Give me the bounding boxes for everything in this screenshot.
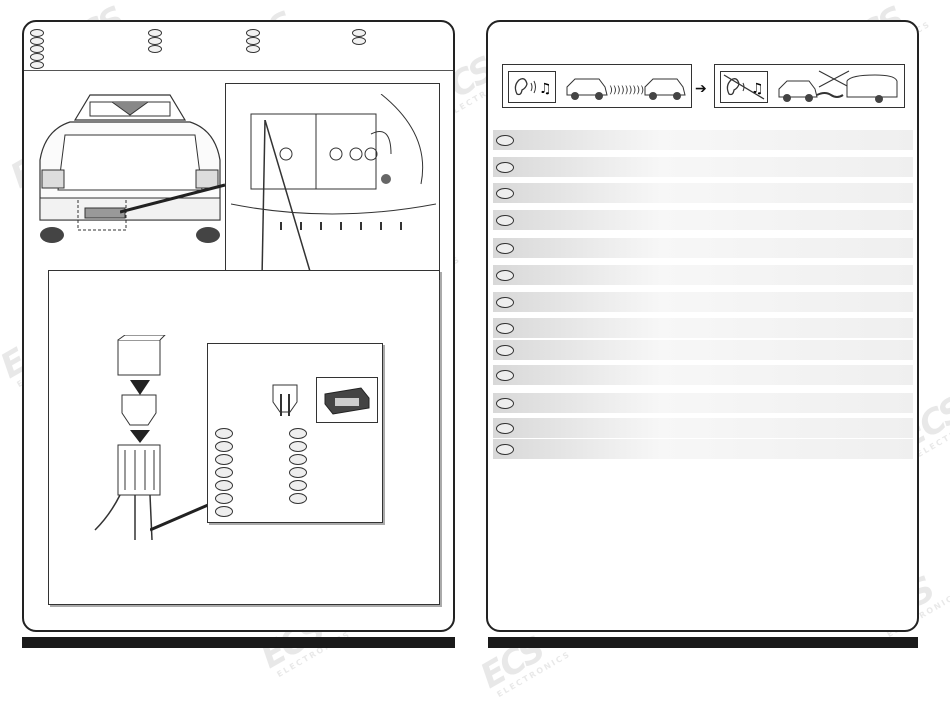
legend-oval	[289, 493, 307, 504]
step-row	[493, 318, 913, 338]
step-oval	[496, 135, 514, 146]
legend-oval	[289, 480, 307, 491]
fuse-box-zoom-view	[225, 83, 440, 273]
step-row	[493, 418, 913, 438]
legend-oval	[215, 506, 233, 517]
legend-oval	[215, 467, 233, 478]
car-signal-car-icon: )))))))))	[566, 78, 686, 100]
legend-oval	[215, 493, 233, 504]
header-oval	[148, 45, 162, 53]
step-row	[493, 210, 913, 230]
header-oval	[30, 45, 44, 53]
header-oval	[246, 29, 260, 37]
legend-oval	[289, 454, 307, 465]
legend-oval	[215, 441, 233, 452]
legend-oval	[289, 428, 307, 439]
arrow-right-icon: ➔	[695, 80, 707, 96]
left-footer-bar	[22, 637, 455, 648]
header-oval	[246, 37, 260, 45]
step-oval	[496, 323, 514, 334]
legend-oval	[215, 428, 233, 439]
step-oval	[496, 370, 514, 381]
muted-sound-icon: ♫	[720, 71, 768, 103]
step-oval	[496, 243, 514, 254]
step-row	[493, 157, 913, 177]
zoom-cone-lines	[261, 120, 313, 279]
car-trailer-connected-icon	[778, 70, 898, 103]
step-row	[493, 439, 913, 459]
fuse-icon	[272, 384, 298, 416]
step-oval	[496, 162, 514, 173]
step-oval	[496, 270, 514, 281]
svg-text:))))))))): )))))))))	[609, 85, 644, 96]
legend-oval	[215, 454, 233, 465]
step-row	[493, 340, 913, 360]
step-row	[493, 238, 913, 258]
step-row	[493, 265, 913, 285]
header-oval	[148, 29, 162, 37]
step-row	[493, 365, 913, 385]
step-oval	[496, 215, 514, 226]
car-rear-illustration	[39, 94, 221, 243]
right-footer-bar	[488, 637, 918, 648]
fuse-connector-illustration	[94, 335, 166, 541]
step-oval	[496, 188, 514, 199]
legend-oval	[289, 467, 307, 478]
ear-sound-icon: ♫	[508, 71, 556, 103]
top-box-right: ♫	[714, 64, 905, 108]
header-oval	[246, 45, 260, 53]
top-box-left: ♫ )))))))))	[502, 64, 692, 108]
step-oval	[496, 345, 514, 356]
control-module-icon	[316, 377, 378, 423]
step-oval	[496, 423, 514, 434]
header-oval	[148, 37, 162, 45]
header-oval	[30, 61, 44, 69]
svg-text:♫: ♫	[539, 81, 552, 97]
zoom-pointer-line	[120, 183, 226, 214]
header-oval	[30, 29, 44, 37]
step-row	[493, 183, 913, 203]
step-oval	[496, 398, 514, 409]
step-row	[493, 130, 913, 150]
legend-oval	[289, 441, 307, 452]
detail-pointer-line	[150, 503, 209, 532]
step-oval	[496, 297, 514, 308]
header-oval	[352, 29, 366, 37]
header-oval	[30, 53, 44, 61]
step-oval	[496, 444, 514, 455]
fuse-box-illustration	[231, 94, 436, 230]
step-row	[493, 292, 913, 312]
step-row	[493, 393, 913, 413]
header-divider	[24, 70, 453, 71]
header-oval	[30, 37, 44, 45]
legend-oval	[215, 480, 233, 491]
header-oval	[352, 37, 366, 45]
